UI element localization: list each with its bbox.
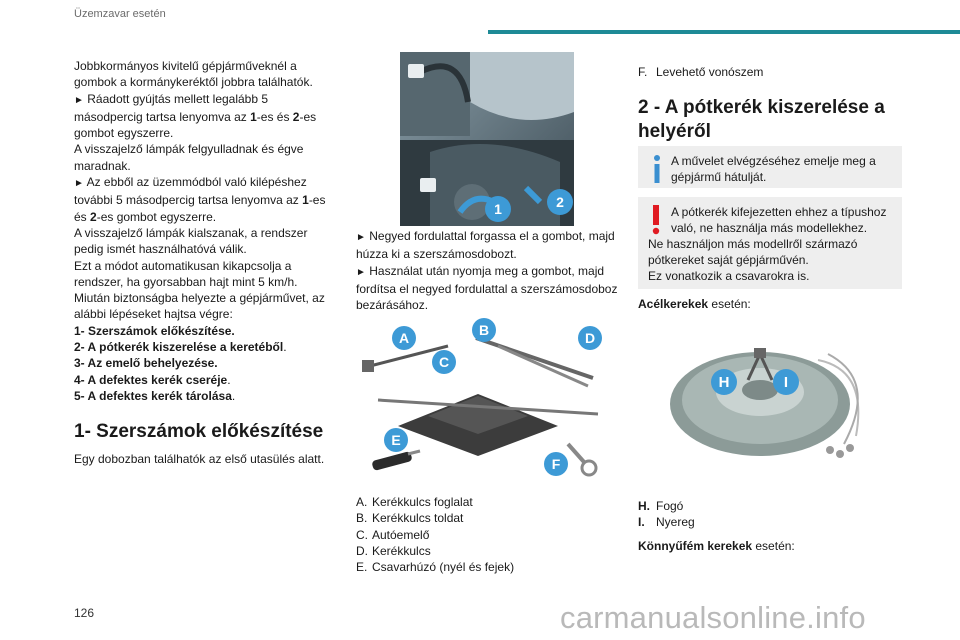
- step-item: 3- Az emelő behelyezése.: [74, 356, 218, 371]
- paragraph-step-hold: ► Ráadott gyújtás mellett legalább 5 más…: [74, 91, 317, 141]
- label-e: E: [384, 428, 408, 452]
- arrow-item: ► Használat után nyomja meg a gombot, ma…: [356, 263, 618, 313]
- legend-item: F.Levehető vonószem: [638, 65, 764, 79]
- legend-item: A.Kerékkulcs foglalat: [356, 495, 473, 509]
- warning-line: Ne használjon más modellről származó pót…: [648, 237, 858, 267]
- svg-text:1: 1: [494, 201, 502, 217]
- label-i: I: [773, 369, 799, 395]
- paragraph-step-exit: ► Az ebből az üzemmódból való kilépéshez…: [74, 175, 326, 224]
- paragraph-rhd: Jobbkormányos kivitelű gépjárműveknél a …: [74, 59, 313, 90]
- tools-legend: A.Kerékkulcs foglalat B.Kerékkulcs tolda…: [356, 494, 620, 575]
- tools-illustration: A B C D E F: [362, 318, 602, 477]
- steel-wheels-label: Acélkerekek esetén:: [638, 297, 751, 311]
- callout-2: [547, 189, 573, 215]
- label-f: F: [544, 452, 568, 476]
- section-title-tools: 1- Szerszámok előkészítése: [74, 421, 324, 443]
- header-accent-bar: [488, 30, 960, 34]
- wheel-legend: H.Fogó I.Nyereg: [638, 498, 902, 531]
- watermark: carmanualsonline.info: [560, 600, 866, 635]
- section-title-spare: 2 - A pótkerék kiszerelése a helyéről: [638, 97, 885, 142]
- svg-text:F: F: [552, 456, 561, 472]
- warning-box: A pótkerék kifejezetten ehhez a típushoz…: [638, 197, 902, 289]
- legend-item: B.Kerékkulcs toldat: [356, 511, 464, 526]
- legend-item: H.Fogó: [638, 499, 684, 513]
- arrow-icon: ►: [74, 94, 84, 106]
- paragraph-lamps-off: A visszajelző lámpák kialszanak, a rends…: [74, 225, 308, 257]
- paragraph-tools-location: Egy dobozban találhatók az első utasülés…: [74, 452, 325, 467]
- column-2: ► Negyed fordulattal forgassa el a gombo…: [356, 228, 620, 313]
- alloy-wheels-label: Könnyűfém kerekek esetén:: [638, 539, 795, 553]
- svg-text:D: D: [585, 330, 595, 346]
- paragraph-lamps-on: A visszajelző lámpák felgyulladnak és ég…: [74, 142, 304, 173]
- step-item: 1- Szerszámok előkészítése.: [74, 323, 235, 338]
- arrow-item: ► Negyed fordulattal forgassa el a gombo…: [356, 229, 615, 262]
- step-item: 2- A pótkerék kiszerelése a keretéből.: [74, 340, 287, 355]
- arrow-icon: ►: [356, 266, 366, 278]
- callout-1: [485, 196, 511, 222]
- svg-text:2: 2: [556, 194, 564, 210]
- warning-line: A pótkerék kifejezetten ehhez a típushoz…: [671, 205, 887, 235]
- legend-item: C.Autóemelő: [356, 527, 430, 542]
- svg-text:I: I: [784, 374, 788, 391]
- legend-item: D.Kerékkulcs: [356, 543, 431, 558]
- svg-text:E: E: [391, 432, 400, 448]
- exclamation-icon: [652, 205, 660, 235]
- arrow-icon: ►: [356, 232, 366, 243]
- info-box: A művelet elvégzéséhez emelje meg a gépj…: [638, 146, 902, 188]
- step-item: 5- A defektes kerék tárolása.: [74, 388, 236, 403]
- svg-text:A: A: [399, 330, 409, 346]
- paragraph-auto-off: Ezt a módot automatikusan kikapcsolja a …: [74, 258, 298, 289]
- steps-list: 1- Szerszámok előkészítése. 2- A pótkeré…: [74, 323, 336, 404]
- legend-item: I.Nyereg: [638, 515, 695, 530]
- label-d: D: [578, 326, 602, 350]
- info-icon: [654, 155, 660, 183]
- step-item: 4- A defektes kerék cseréje.: [74, 372, 231, 387]
- toolbox-photo: 1 2: [400, 52, 574, 226]
- label-a: A: [392, 326, 416, 350]
- legend-f: F.Levehető vonószem: [638, 64, 902, 80]
- svg-text:B: B: [479, 322, 489, 338]
- label-h: H: [711, 369, 737, 395]
- page-number: 126: [74, 606, 95, 620]
- spare-wheel-illustration: H I: [670, 348, 860, 458]
- column-1: Jobbkormányos kivitelű gépjárműveknél a …: [74, 58, 336, 468]
- running-header: Üzemzavar esetén: [74, 8, 166, 20]
- svg-text:C: C: [439, 354, 449, 370]
- label-b: B: [472, 318, 496, 342]
- label-c: C: [432, 350, 456, 374]
- paragraph-safety: Miután biztonságba helyezte a gépjárműve…: [74, 291, 325, 322]
- arrow-icon: ►: [74, 178, 84, 190]
- warning-line: Ez vonatkozik a csavarokra is.: [648, 269, 810, 283]
- legend-item: E.Csavarhúzó (nyél és fejek): [356, 560, 515, 575]
- svg-text:H: H: [719, 374, 730, 391]
